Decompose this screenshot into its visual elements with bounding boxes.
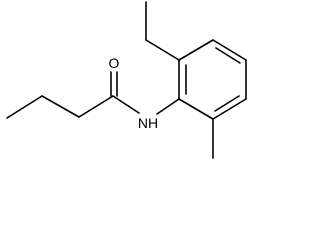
bond-nitrogen-ring — [156, 98, 180, 115]
structure-diagram: O NH — [6, 1, 247, 159]
ring-bond-3 — [212, 39, 247, 61]
bond-carbonyl-nitrogen — [112, 95, 140, 114]
bond-ring-ethyl-ch2 — [145, 39, 180, 61]
bond-c2-c3 — [41, 95, 80, 118]
oxygen-label: O — [109, 55, 120, 71]
ring-bond-5 — [212, 98, 247, 120]
ring-bond-2 — [178, 39, 214, 61]
ring-bond-6 — [178, 98, 214, 120]
bond-c1-c2 — [6, 95, 43, 119]
ring-inner-bond-c — [214, 95, 240, 112]
nitrogen-hydrogen-label: NH — [138, 115, 158, 131]
ring-inner-bond-b — [215, 47, 241, 64]
bond-c3-carbonyl — [78, 95, 114, 118]
molecule-drawing: O NH — [6, 1, 247, 159]
